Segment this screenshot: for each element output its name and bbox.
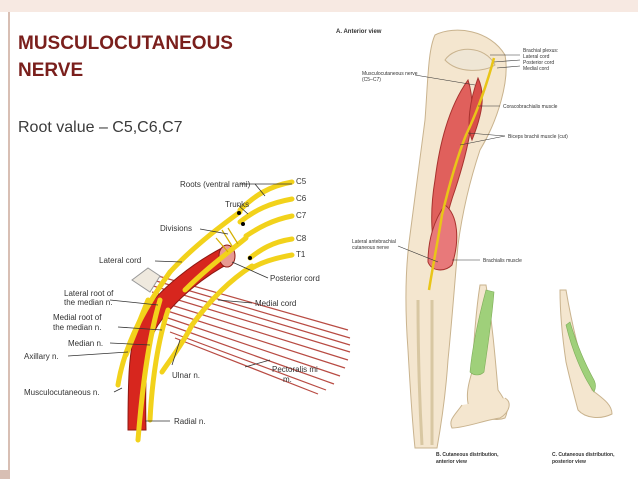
label-medial-root-2: the median n. [53,323,101,332]
cutaneous-posterior-illustration: C. Cutaneous distribution, posterior vie… [552,289,615,465]
plexus-labels: Roots (ventral rami) Trunks Divisions C5… [24,177,320,426]
brachial-plexus-illustration: Roots (ventral rami) Trunks Divisions C5… [24,177,351,443]
root-c6 [237,196,295,225]
label-ulnar: Ulnar n. [172,371,200,380]
label-lateral-cord: Lateral cord [99,256,141,265]
axillary-nerve [123,297,151,358]
cutaneous-anterior-illustration: B. Cutaneous distribution, anterior view [436,284,510,465]
posterior-cord-nerve [182,235,249,293]
slide-title-line1: MUSCULOCUTANEOUS [18,33,233,54]
label-medial-root-1: Medial root of [53,313,102,322]
forearm-c-outline [559,289,613,418]
forearm-bones [416,299,434,446]
label-brachialis: Brachialis muscle [483,258,522,264]
label-arm-medial-cord: Medial cord [523,66,549,72]
arm-musculocutaneous-nerve [427,57,496,291]
label-panel-b-1: B. Cutaneous distribution, [436,452,499,458]
label-panel-b: B. Cutaneous distribution, anterior view [436,452,499,465]
label-arm-lateral-cord: Lateral cord [523,54,550,60]
arm-leader-lines [397,54,521,263]
plexus-nerves [115,179,295,443]
label-medial-cord: Medial cord [255,299,296,308]
junction-dot-2 [241,222,245,226]
label-c6: C6 [296,194,307,203]
label-lat-antebrachial-1: Lateral antebrachial [352,239,396,245]
label-t1: T1 [296,250,306,259]
bottom-cap [0,470,8,479]
pectoralis-minor-muscle [143,271,351,395]
median-nerve [147,307,171,423]
label-trunks: Trunks [225,200,249,209]
label-brachial-plexus: Brachial plexus: [523,48,558,54]
label-c5: C5 [296,177,307,186]
label-divisions: Divisions [160,224,192,233]
label-roots: Roots (ventral rami) [180,180,251,189]
label-axillary: Axillary n. [24,352,59,361]
label-panel-c-1: C. Cutaneous distribution, [552,452,615,458]
plexus-junctions [215,227,239,253]
root-c8 [247,236,295,261]
label-panel-c: C. Cutaneous distribution, posterior vie… [552,452,615,465]
root-value-text: Root value – C5,C6,C7 [18,119,183,136]
arm-anterior-illustration: A. Anterior view Brachial plexus: Latera… [336,29,568,449]
coracoid-process [131,267,161,293]
label-arm-posterior-cord: Posterior cord [523,60,554,66]
label-pectoralis-2: m. [283,375,292,384]
label-panel-a: A. Anterior view [336,29,382,35]
label-arm-musculocutaneous-2: (C5–C7) [362,77,381,83]
root-c7 [243,213,295,239]
label-c8: C8 [296,234,307,243]
label-coracobrachialis: Coracobrachialis muscle [503,104,558,110]
label-arm-musculocutaneous-1: Musculocutaneous nerve [362,71,418,77]
label-median: Median n. [68,339,103,348]
left-rule [8,12,10,479]
label-biceps: Biceps brachii muscle (cut) [508,134,568,140]
label-lat-antebrachial-2: cutaneous nerve [352,245,389,251]
label-c7: C7 [296,211,307,220]
radial-nerve [135,297,163,443]
humerus-head [444,48,496,71]
hand-b [450,397,510,429]
medial-cord-nerve [189,263,255,328]
cutaneous-zone-b [469,289,495,376]
label-posterior-cord: Posterior cord [270,274,320,283]
plexus-leader-lines [67,183,292,422]
slide-title-line2: NERVE [18,60,84,81]
root-c5 [237,179,295,213]
label-radial: Radial n. [174,417,206,426]
label-pectoralis-1: Pectoralis mi [272,365,318,374]
label-panel-b-2: anterior view [436,459,467,465]
junction-dot-3 [248,256,252,260]
junction-dot-1 [237,211,241,215]
label-musculocutaneous: Musculocutaneous n. [24,388,100,397]
cutaneous-zone-c [565,321,596,393]
label-panel-c-2: posterior view [552,459,586,465]
top-band [0,0,638,12]
lateral-cord-nerve [167,209,243,275]
slide-title: MUSCULOCUTANEOUS NERVE [18,30,318,84]
label-lateral-root-2: the median n. [64,298,112,307]
label-lateral-root-1: Lateral root of [64,289,114,298]
root-t1 [249,252,295,271]
arm-labels: A. Anterior view Brachial plexus: Latera… [336,29,568,264]
